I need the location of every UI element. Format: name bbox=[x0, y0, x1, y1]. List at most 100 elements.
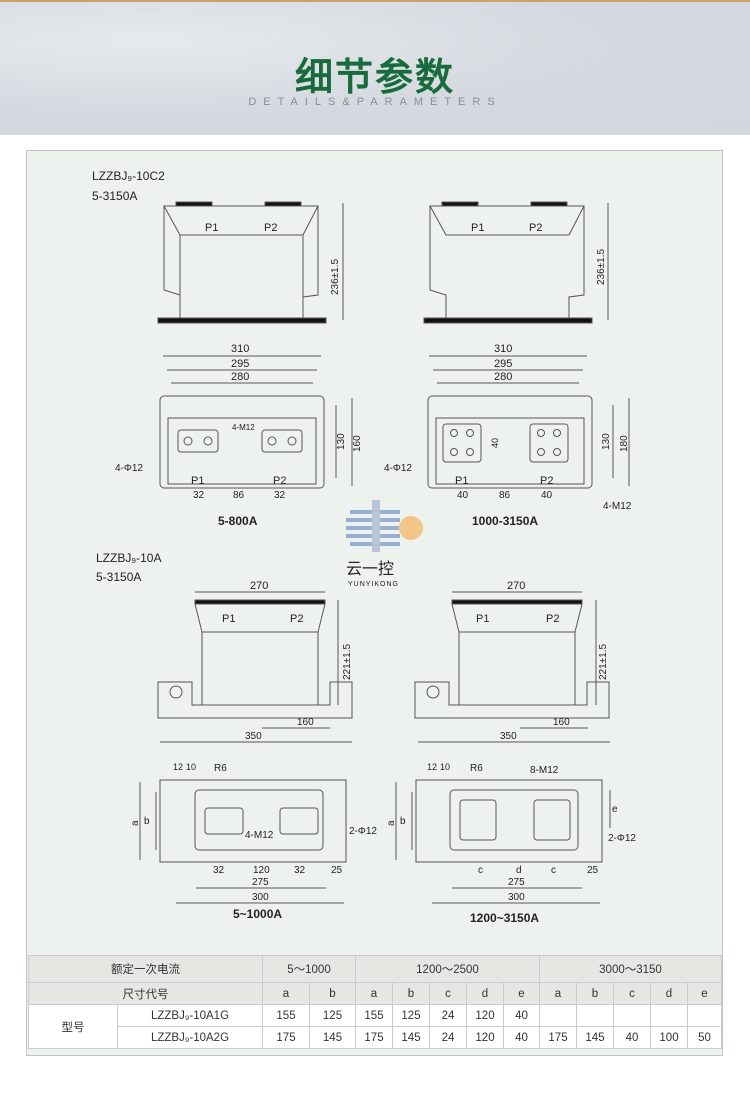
dim-270: 270 bbox=[507, 580, 525, 592]
dim-86: 86 bbox=[499, 490, 511, 501]
section-subtitle: DETAILS&PARAMETERS bbox=[248, 96, 502, 108]
section-header: 细节参数 DETAILS&PARAMETERS bbox=[0, 2, 750, 135]
brand-name-cn: 云一控 bbox=[346, 560, 394, 578]
brand-name-en: YUNYIKONG bbox=[348, 581, 399, 588]
drawing-10a-elevation-right: 270 P1 P2 221±1.5 160 350 bbox=[414, 580, 610, 743]
drawing-10a-plan-left: 12 10 R6 a b 4-M12 2-Φ12 32 120 32 25 27… bbox=[130, 762, 377, 921]
dim-32: 32 bbox=[274, 490, 286, 501]
dim-b: b bbox=[144, 816, 150, 827]
top-strip bbox=[0, 0, 750, 2]
caption-5-1000a: 5~1000A bbox=[233, 907, 282, 921]
dim-350: 350 bbox=[245, 731, 262, 742]
value-cell bbox=[650, 1004, 688, 1027]
value-cell: 175 bbox=[355, 1026, 393, 1049]
height-dim: 236±1.5 bbox=[330, 258, 341, 295]
dim-86: 86 bbox=[233, 490, 245, 501]
code-cell: d bbox=[466, 982, 504, 1005]
technical-drawings: LZZBJ₉-10C2 5-3150A P1 P2 236±1.5 310 29… bbox=[92, 169, 636, 925]
radius-label: R6 bbox=[214, 763, 227, 774]
dim-270: 270 bbox=[250, 580, 268, 592]
p1-label: P1 bbox=[222, 613, 235, 625]
table-code-row: 尺寸代号 a b a b c d e a b c d e bbox=[28, 982, 722, 1005]
code-cell: c bbox=[613, 982, 651, 1005]
model-cell: LZZBJ₉-10A2G bbox=[117, 1026, 263, 1049]
model-label: LZZBJ₉-10C2 bbox=[92, 169, 165, 183]
value-cell: 145 bbox=[309, 1026, 356, 1049]
dim-10: 10 bbox=[186, 762, 196, 772]
value-cell bbox=[687, 1004, 722, 1027]
range-label: 5-3150A bbox=[96, 570, 141, 584]
dim-130: 130 bbox=[601, 433, 612, 450]
value-cell bbox=[613, 1004, 651, 1027]
value-cell: 50 bbox=[687, 1026, 722, 1049]
hole-label: 2-Φ12 bbox=[349, 826, 377, 837]
dim-275: 275 bbox=[508, 877, 525, 888]
dim-130: 130 bbox=[336, 433, 347, 450]
value-cell: 145 bbox=[392, 1026, 430, 1049]
dim-120: 120 bbox=[253, 865, 270, 876]
dim-12: 12 bbox=[173, 762, 183, 772]
dim-310: 310 bbox=[494, 343, 512, 355]
dim-25: 25 bbox=[587, 865, 599, 876]
p1-label: P1 bbox=[191, 475, 204, 487]
drawing-panel bbox=[26, 150, 723, 1056]
model-header: 型号 bbox=[28, 1004, 118, 1049]
dim-350: 350 bbox=[500, 731, 517, 742]
dim-295: 295 bbox=[494, 358, 512, 370]
dim-160: 160 bbox=[553, 717, 570, 728]
height-dim: 221±1.5 bbox=[598, 643, 609, 680]
dim-d: d bbox=[516, 865, 522, 876]
value-cell: 145 bbox=[576, 1026, 614, 1049]
dim-300: 300 bbox=[508, 892, 525, 903]
dim-280: 280 bbox=[494, 371, 512, 383]
bolt-label: 4-M12 bbox=[603, 501, 632, 512]
value-cell bbox=[576, 1004, 614, 1027]
value-cell: 40 bbox=[503, 1026, 540, 1049]
dim-300: 300 bbox=[252, 892, 269, 903]
drawing-10a-plan-right: 12 10 R6 8-M12 a b e 2-Φ12 c d c 25 275 … bbox=[386, 762, 636, 925]
value-cell: 175 bbox=[262, 1026, 310, 1049]
hole-label: 4-Φ12 bbox=[384, 463, 412, 474]
dim-c: c bbox=[478, 865, 483, 876]
rated-current-header: 额定一次电流 bbox=[28, 955, 263, 983]
dim-a: a bbox=[130, 820, 141, 826]
drawing-10c2-elevation-right: P1 P2 236±1.5 bbox=[423, 201, 609, 324]
section-title: 细节参数 bbox=[294, 55, 455, 99]
code-cell: c bbox=[429, 982, 467, 1005]
model-label: LZZBJ₉-10A bbox=[96, 551, 161, 565]
dim-160: 160 bbox=[297, 717, 314, 728]
dim-275: 275 bbox=[252, 877, 269, 888]
value-cell: 24 bbox=[429, 1026, 467, 1049]
table-row: 型号 LZZBJ₉-10A1G 155 125 155 125 24 120 4… bbox=[28, 1004, 722, 1049]
dim-32: 32 bbox=[294, 865, 306, 876]
code-cell: d bbox=[650, 982, 688, 1005]
dim-e: e bbox=[612, 804, 618, 815]
dim-10: 10 bbox=[440, 762, 450, 772]
p2-label: P2 bbox=[546, 613, 559, 625]
p2-label: P2 bbox=[290, 613, 303, 625]
model-cell: LZZBJ₉-10A1G bbox=[117, 1004, 263, 1027]
hole-label: 2-Φ12 bbox=[608, 833, 636, 844]
value-cell: 155 bbox=[355, 1004, 393, 1027]
p1-label: P1 bbox=[476, 613, 489, 625]
p2-label: P2 bbox=[264, 222, 277, 234]
drawing-10c2-elevation-left: LZZBJ₉-10C2 5-3150A P1 P2 236±1.5 bbox=[92, 169, 344, 324]
value-cell: 175 bbox=[539, 1026, 577, 1049]
dim-32: 32 bbox=[193, 490, 205, 501]
dim-40: 40 bbox=[457, 490, 469, 501]
value-cell: 125 bbox=[309, 1004, 356, 1027]
p2-label: P2 bbox=[529, 222, 542, 234]
code-cell: b bbox=[576, 982, 614, 1005]
dim-b: b bbox=[400, 816, 406, 827]
dim-code-header: 尺寸代号 bbox=[28, 982, 263, 1005]
bolt-label: 8-M12 bbox=[530, 765, 559, 776]
code-cell: e bbox=[503, 982, 540, 1005]
height-dim: 221±1.5 bbox=[342, 643, 353, 680]
dim-32: 32 bbox=[213, 865, 225, 876]
p1-label: P1 bbox=[205, 222, 218, 234]
brand-watermark-logo: 云一控 YUNYIKONG bbox=[346, 500, 423, 588]
dim-280: 280 bbox=[231, 371, 249, 383]
dim-12: 12 bbox=[427, 762, 437, 772]
value-cell: 155 bbox=[262, 1004, 310, 1027]
radius-label: R6 bbox=[470, 763, 483, 774]
